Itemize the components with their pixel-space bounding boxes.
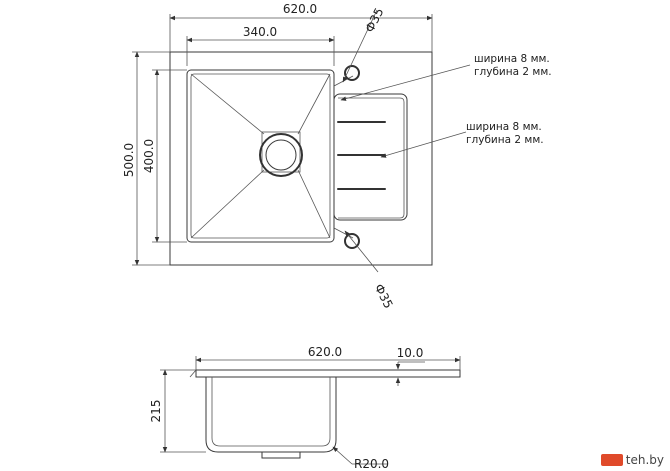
bowl-width-label: 340.0 (243, 25, 277, 39)
drain-outer (259, 133, 303, 177)
side-width-label: 620.0 (308, 345, 342, 359)
sink-outline (169, 51, 433, 266)
tap-hole-top (344, 65, 360, 81)
side-view: 620.0 10.0 215 R20.0 (149, 345, 461, 471)
drainboard (333, 93, 408, 221)
drain-inner (265, 139, 297, 171)
bowl-height-label: 400.0 (142, 139, 156, 173)
top-view: 620.0 340.0 500.0 400.0 (122, 2, 552, 311)
overall-height-label: 500.0 (122, 143, 136, 177)
watermark: teh.by (600, 453, 664, 467)
watermark-logo-icon (600, 454, 623, 466)
hole-top-diameter-label: Ф35 (362, 6, 386, 35)
watermark-text: teh.by (625, 453, 664, 467)
overall-width-label: 620.0 (283, 2, 317, 16)
bowl-profile (205, 377, 337, 453)
radius-label: R20.0 (354, 457, 389, 471)
hole-bottom-diameter-label: Ф35 (372, 282, 396, 311)
note-lower-width: ширина 8 мм. (466, 121, 542, 133)
note-upper-depth: глубина 2 мм. (474, 66, 552, 78)
tap-hole-bottom (344, 233, 360, 249)
rim-thickness-label: 10.0 (397, 346, 424, 360)
drainboard-grooves (337, 121, 386, 190)
depth-label: 215 (149, 400, 163, 423)
bowl-inner (190, 73, 331, 239)
note-lower-depth: глубина 2 мм. (466, 134, 544, 146)
sink-rim (195, 369, 461, 378)
note-upper-width: ширина 8 мм. (474, 53, 550, 65)
